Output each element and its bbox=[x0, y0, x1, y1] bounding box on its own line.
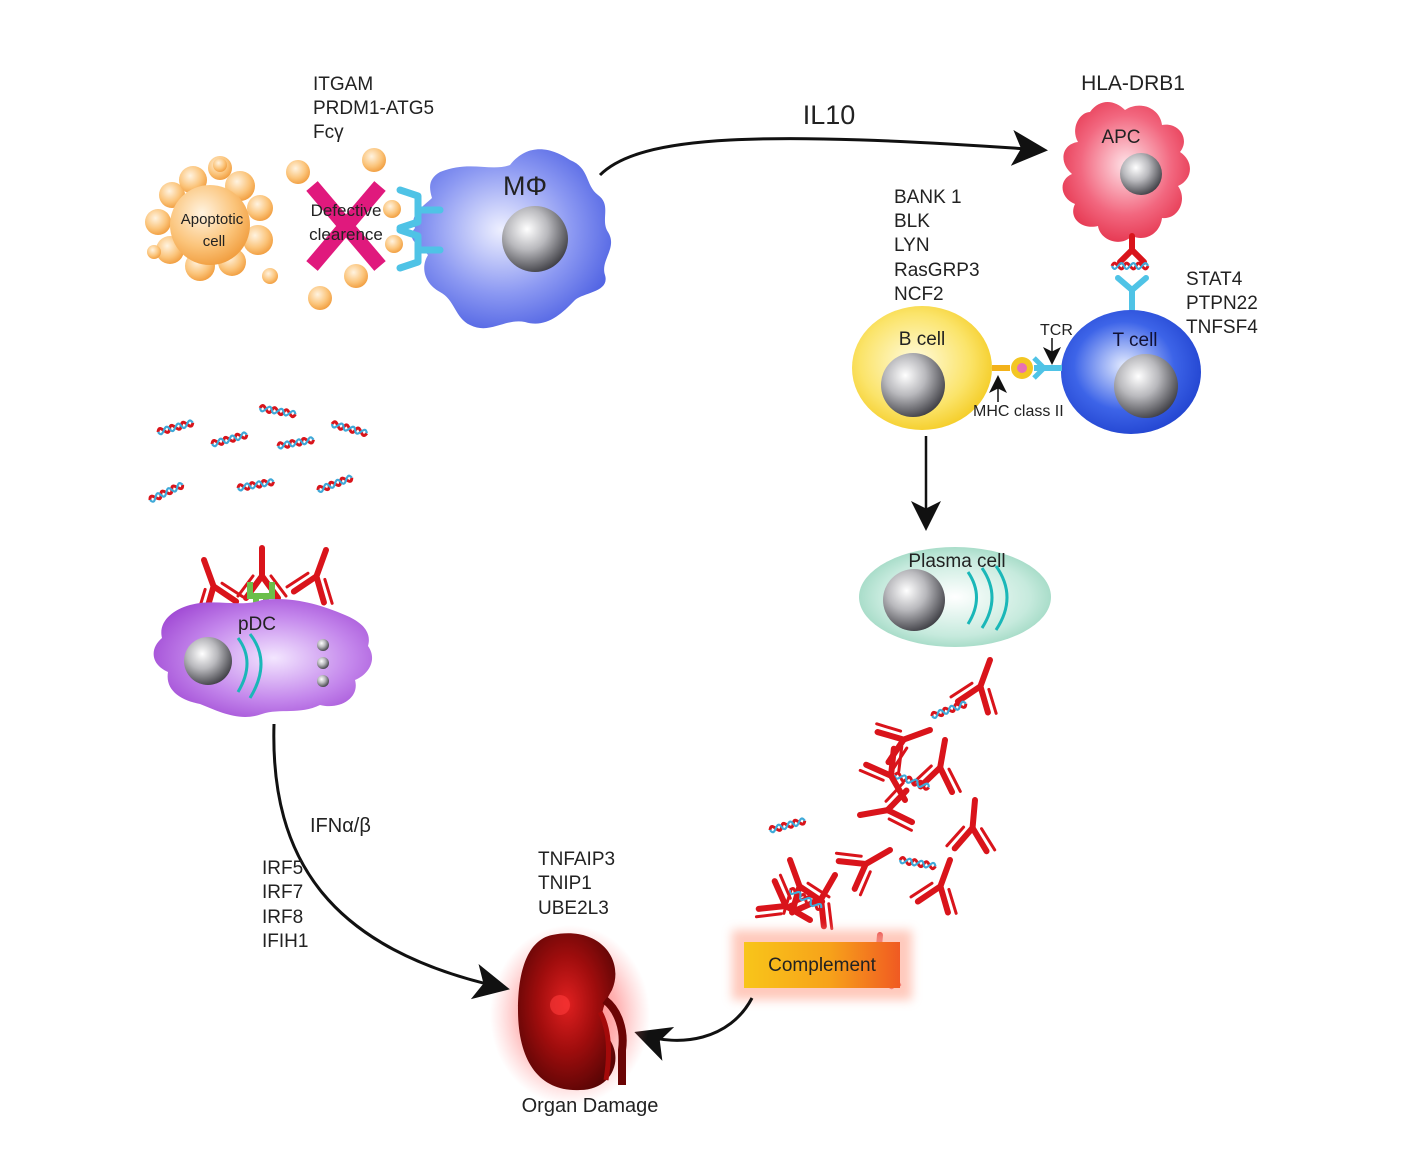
gene-ncf2: NCF2 bbox=[894, 284, 944, 305]
free-dna-left bbox=[155, 403, 370, 451]
fc-receptor-icon bbox=[396, 186, 444, 272]
macrophage-label: MΦ bbox=[503, 171, 547, 201]
clearence-label: clearence bbox=[309, 225, 383, 244]
bcell-genes: BANK 1 BLK LYN RasGRP3 NCF2 bbox=[894, 187, 980, 305]
clearance-genes: ITGAM PRDM1-ATG5 Fcγ bbox=[313, 74, 434, 143]
gene-stat4: STAT4 bbox=[1186, 269, 1243, 290]
apc-label: APC bbox=[1101, 127, 1140, 148]
gene-rasgrp3: RasGRP3 bbox=[894, 260, 980, 281]
gene-ifih1: IFIH1 bbox=[262, 931, 308, 952]
apoptotic-label: Apoptotic bbox=[181, 211, 244, 228]
gene-irf5: IRF5 bbox=[262, 858, 303, 879]
gene-lyn: LYN bbox=[894, 235, 930, 256]
apoptotic-blebs bbox=[286, 148, 403, 310]
irf-genes: IRF5 IRF7 IRF8 IFIH1 bbox=[262, 858, 308, 952]
apc-cell: APC HLA-DRB1 bbox=[1062, 72, 1190, 315]
ifn-arrow bbox=[272, 723, 510, 1000]
tcr-label: TCR bbox=[1040, 322, 1073, 339]
hla-drb1-label: HLA-DRB1 bbox=[1081, 72, 1185, 95]
bcell-label: B cell bbox=[899, 329, 945, 350]
organ-damage-label: Organ Damage bbox=[522, 1095, 659, 1117]
macrophage: MΦ bbox=[396, 149, 612, 329]
gene-bank1: BANK 1 bbox=[894, 187, 962, 208]
kidney-icon: Organ Damage bbox=[490, 925, 658, 1117]
complement-to-organ-arrow bbox=[634, 997, 754, 1061]
plasma-cell: Plasma cell bbox=[859, 547, 1051, 647]
defective-clearance-cross: Defective clearence bbox=[306, 181, 386, 271]
gene-irf8: IRF8 bbox=[262, 907, 303, 928]
mhc-class-ii-label: MHC class II bbox=[973, 403, 1064, 420]
plasma-label: Plasma cell bbox=[908, 551, 1005, 572]
defective-label: Defective bbox=[311, 201, 382, 220]
complement-label: Complement bbox=[768, 955, 876, 976]
immune-synapse: TCR MHC class II bbox=[973, 322, 1073, 420]
gene-tnip1: TNIP1 bbox=[538, 873, 592, 894]
tcell-genes: STAT4 PTPN22 TNFSF4 bbox=[1186, 269, 1258, 338]
tcell-label: T cell bbox=[1112, 330, 1157, 351]
ifn-label: IFNα/β bbox=[310, 815, 371, 837]
gene-prdm1-atg5: PRDM1-ATG5 bbox=[313, 98, 434, 119]
gene-irf7: IRF7 bbox=[262, 882, 303, 903]
apoptotic-cell-label: cell bbox=[203, 233, 226, 250]
gene-tnfaip3: TNFAIP3 bbox=[538, 849, 615, 870]
gene-blk: BLK bbox=[894, 211, 930, 232]
gene-ube2l3: UBE2L3 bbox=[538, 898, 609, 919]
pdc-label: pDC bbox=[238, 614, 276, 635]
il10-label: IL10 bbox=[803, 100, 856, 130]
il10-arrow: IL10 bbox=[598, 100, 1048, 177]
gene-ptpn22: PTPN22 bbox=[1186, 293, 1258, 314]
complement-box: Complement bbox=[732, 930, 912, 1000]
gene-tnfsf4: TNFSF4 bbox=[1186, 317, 1258, 338]
pdc-cell: pDC bbox=[153, 582, 373, 717]
organ-genes: TNFAIP3 TNIP1 UBE2L3 bbox=[538, 849, 615, 919]
t-cell: T cell bbox=[1061, 310, 1201, 434]
gene-fcy: Fcγ bbox=[313, 122, 344, 143]
b-cell: B cell bbox=[852, 306, 992, 430]
gene-itgam: ITGAM bbox=[313, 74, 373, 95]
apoptotic-cell: Apoptotic cell bbox=[145, 156, 278, 284]
